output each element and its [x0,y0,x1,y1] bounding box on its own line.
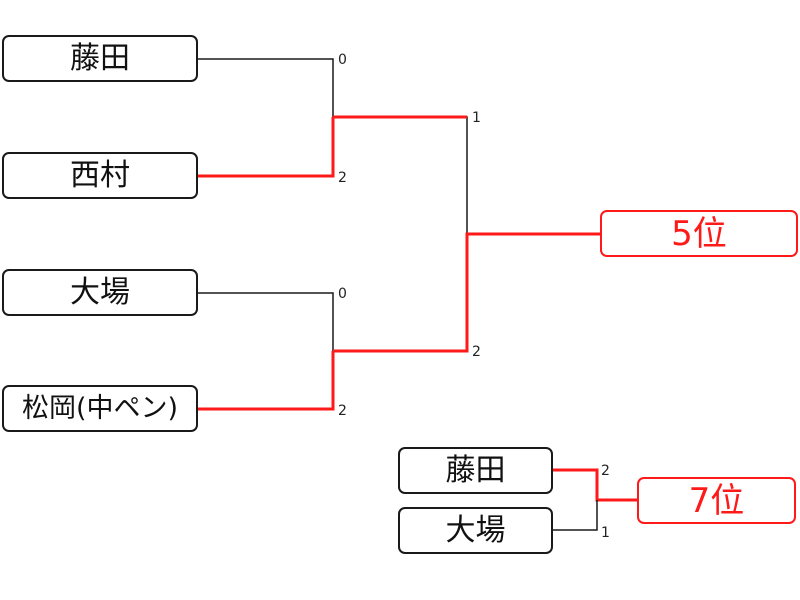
player-name: 藤田 [70,40,130,76]
result-label: 7位 [688,480,745,521]
score-lower-r2: 2 [472,344,481,360]
player-box-matsuoka: 松岡(中ペン) [2,385,198,432]
line-oba-r1 [198,292,334,351]
score-oba-r1: 0 [338,286,347,302]
line-lower-final-win [333,232,600,353]
score-fujita-r1: 0 [338,52,347,68]
score-matsuoka-r1: 2 [338,403,347,419]
result-label: 5位 [671,213,727,254]
result-box-7th: 7位 [637,477,796,524]
line-upper-final [333,116,468,234]
player-name: 西村 [70,157,130,193]
result-box-5th: 5位 [600,210,798,257]
score-fujita-small: 2 [601,463,610,479]
player-box-nishimura: 西村 [2,152,198,199]
line-small-fujita-win [553,468,637,502]
player-name: 藤田 [445,452,506,488]
player-name: 大場 [70,274,130,310]
score-nishimura-r1: 2 [338,170,347,186]
player-box-fujita: 藤田 [2,35,198,82]
player-name: 大場 [445,512,506,548]
score-oba-small: 1 [601,525,610,541]
player-box-oba-small: 大場 [398,507,553,554]
score-upper-r2: 1 [472,110,481,126]
line-matsuoka-r1-win [198,351,335,411]
player-box-oba: 大場 [2,269,198,316]
line-small-oba [553,500,598,531]
line-fujita-r1 [198,58,334,117]
line-nishimura-r1-win [198,117,335,178]
player-name: 松岡(中ペン) [21,393,179,424]
player-box-fujita-small: 藤田 [398,447,553,494]
